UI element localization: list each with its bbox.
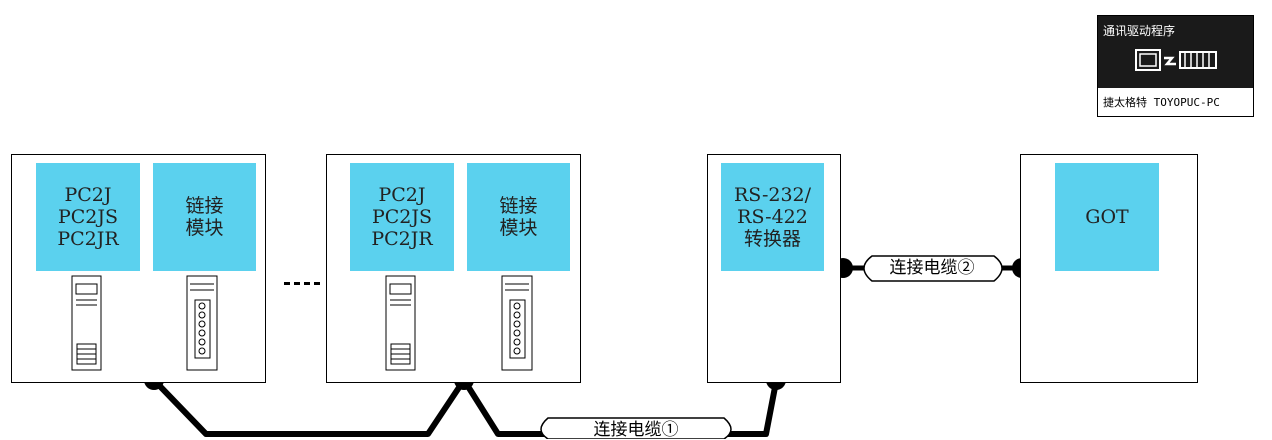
cable-1-label: 连接电缆①	[593, 420, 679, 440]
converter-label: RS-232/ RS-422 转换器	[721, 163, 824, 271]
converter-text: RS-232/ RS-422 转换器	[733, 184, 812, 250]
link-module-label-1: 链接 模块	[153, 163, 256, 271]
got-text: GOT	[1085, 206, 1129, 228]
plc-cpu-label-1: PC2J PC2JS PC2JR	[36, 163, 140, 271]
badge-header: 通讯驱动程序	[1098, 16, 1253, 88]
link-module-text-2: 链接 模块	[499, 195, 538, 239]
got-label: GOT	[1055, 163, 1159, 271]
link-module-label-2: 链接 模块	[467, 163, 570, 271]
badge-footer: 捷太格特 TOYOPUC-PC	[1103, 96, 1220, 109]
link-module-icon-2	[501, 275, 533, 371]
cable-2-label: 连接电缆②	[889, 258, 975, 278]
plc-cpu-unit-icon-1	[71, 275, 102, 371]
computer-to-plc-icon	[1135, 49, 1217, 71]
link-module-icon-1	[186, 275, 218, 371]
plc-cpu-text-1: PC2J PC2JS PC2JR	[57, 184, 119, 250]
link-module-text-1: 链接 模块	[185, 195, 224, 239]
badge-title: 通讯驱动程序	[1103, 24, 1176, 38]
plc-cpu-text-2: PC2J PC2JS PC2JR	[371, 184, 433, 250]
more-stations-ellipsis	[284, 282, 320, 289]
cable-2-label-pill	[863, 255, 1003, 282]
plc-cpu-unit-icon-2	[385, 275, 416, 371]
plc-cpu-label-2: PC2J PC2JS PC2JR	[350, 163, 454, 271]
communication-driver-badge: 通讯驱动程序 捷太格特 TOYOPUC-PC	[1097, 15, 1254, 117]
cable-1-label-pill	[540, 417, 732, 439]
